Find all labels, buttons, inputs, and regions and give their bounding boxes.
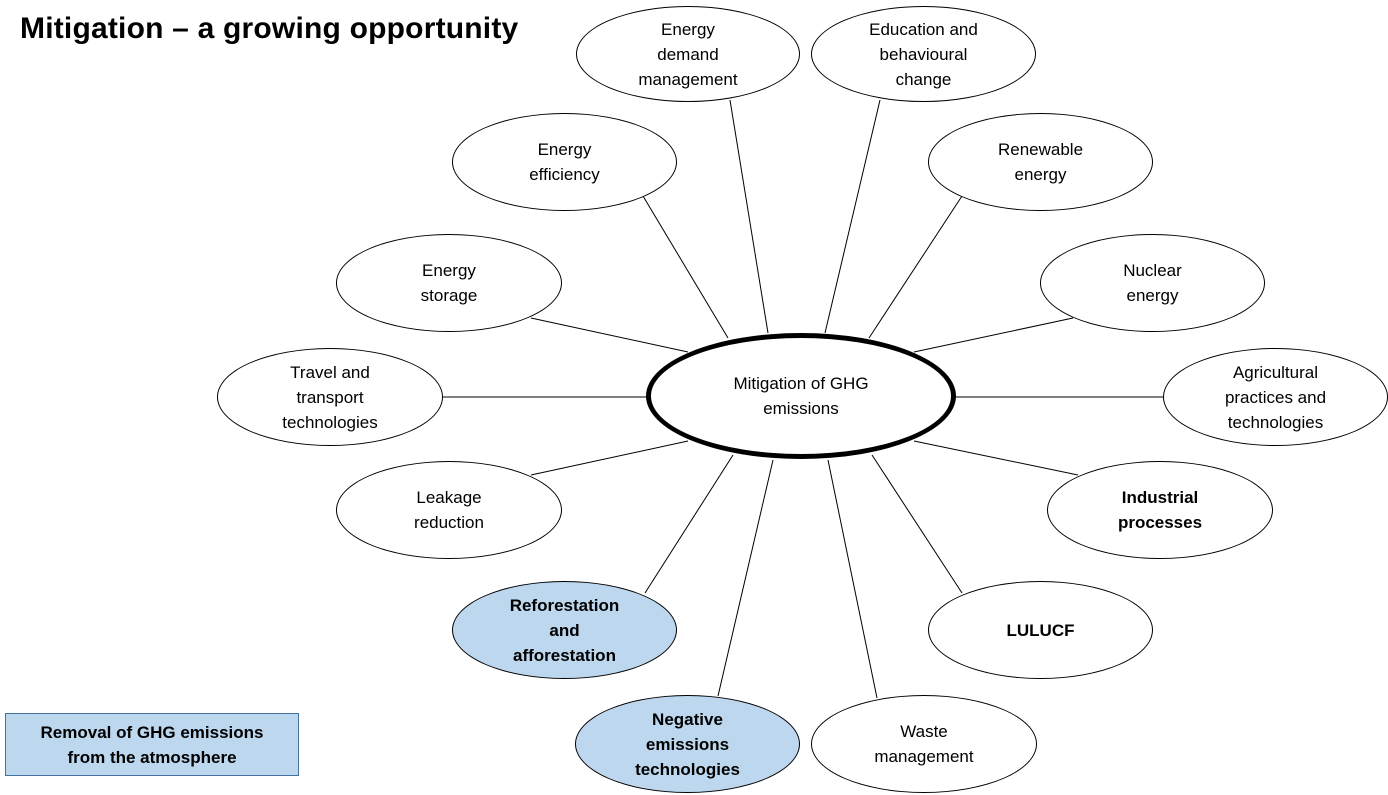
node-waste-management: Waste management [811,695,1037,793]
node-education-behavioural-change: Education and behavioural change [811,6,1036,102]
node-label: Education and behavioural change [869,19,978,89]
node-label: Travel and transport technologies [282,362,378,432]
legend-label: Removal of GHG emissions from the atmosp… [40,722,264,767]
node-energy-efficiency: Energy efficiency [452,113,677,211]
node-travel-transport: Travel and transport technologies [217,348,443,446]
node-label: Leakage reduction [414,488,484,532]
connector-energy-demand [729,99,769,334]
node-reforestation-afforestation: Reforestation and afforestation [452,581,677,679]
page-title: Mitigation – a growing opportunity [20,12,519,45]
node-label: Negative emissions technologies [635,709,740,779]
node-nuclear-energy: Nuclear energy [1040,234,1265,332]
node-label: Renewable energy [997,140,1084,184]
connector-industrial [913,440,1079,476]
connector-negative [717,459,774,697]
connector-energy-storage [530,317,689,353]
node-label: Agricultural practices and technologies [1224,362,1327,432]
connector-leakage [530,440,689,476]
node-label: Nuclear energy [1123,261,1182,305]
node-renewable-energy: Renewable energy [928,113,1153,211]
connector-lulucf [871,454,963,594]
connector-waste [827,459,878,699]
connector-energy-efficiency [642,195,729,339]
node-label: Waste management [874,722,974,766]
node-industrial-processes: Industrial processes [1047,461,1273,559]
legend-removal-ghg: Removal of GHG emissions from the atmosp… [5,713,299,776]
node-energy-storage: Energy storage [336,234,562,332]
connector-renewable [868,195,963,339]
node-label: Energy storage [420,261,478,305]
connector-education [824,99,881,334]
center-node-mitigation: Mitigation of GHG emissions [646,333,956,459]
center-node-label: Mitigation of GHG emissions [733,374,869,418]
node-label: Reforestation and afforestation [509,595,620,665]
node-agricultural-practices: Agricultural practices and technologies [1163,348,1388,446]
node-label: Industrial processes [1117,488,1203,532]
connector-nuclear [913,317,1074,353]
node-leakage-reduction: Leakage reduction [336,461,562,559]
node-lulucf: LULUCF [928,581,1153,679]
node-label: LULUCF [1006,620,1075,640]
node-negative-emissions-technologies: Negative emissions technologies [575,695,800,793]
node-label: Energy demand management [638,19,738,89]
node-label: Energy efficiency [529,140,600,184]
node-energy-demand-management: Energy demand management [576,6,800,102]
connector-reforestation [644,454,734,594]
